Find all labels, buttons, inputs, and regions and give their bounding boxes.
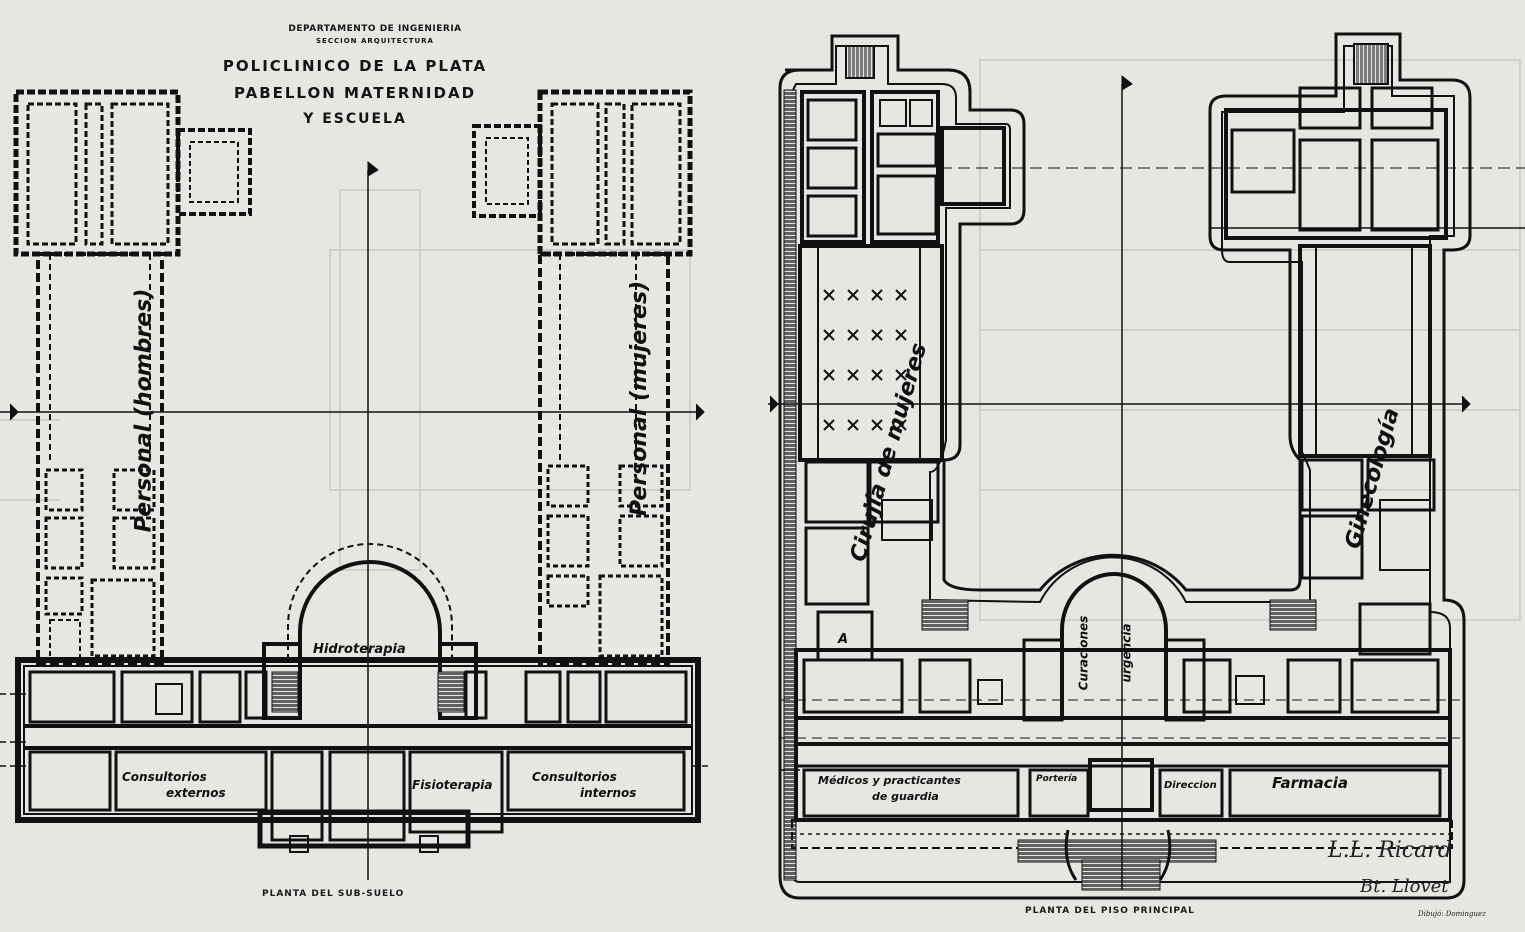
signature-small: Dibujó: Dominguez — [1418, 910, 1486, 918]
left-wing-block — [13, 89, 181, 257]
room-label-personal-hombres: Personal (hombres) — [131, 288, 157, 533]
section-line: SECCION ARQUITECTURA — [316, 37, 434, 45]
room-label-a: A — [838, 632, 849, 647]
title-line-3: Y ESCUELA — [303, 111, 407, 127]
room-label-curaciones-2: urgencia — [1119, 623, 1134, 683]
right-wing-block — [537, 89, 693, 257]
right-wing-corridor — [538, 252, 670, 666]
ward-bed-marks — [823, 289, 907, 431]
right-plan-principal — [768, 32, 1525, 900]
left-wing-corridor — [36, 252, 164, 666]
room-label-porteria: Portería — [1036, 774, 1078, 784]
room-label-direccion: Direccion — [1164, 780, 1217, 791]
signature-2: Bt. Llovet — [1360, 876, 1449, 897]
caption-subsuelo: PLANTA DEL SUB-SUELO — [262, 889, 405, 899]
room-label-fisioterapia: Fisioterapia — [412, 778, 493, 792]
room-label-hidroterapia: Hidroterapia — [313, 642, 406, 657]
department-line: DEPARTAMENTO DE INGENIERIA — [288, 24, 462, 34]
left-plan-subsuelo — [0, 89, 710, 880]
room-label-personal-mujeres: Personal (mujeres) — [627, 280, 653, 517]
right-plan-outline — [778, 32, 1472, 900]
room-label-medicos-2: de guardia — [872, 790, 939, 803]
curaciones-apse — [1060, 572, 1168, 718]
room-label-medicos-1: Médicos y practicantes — [818, 774, 961, 787]
room-label-farmacia: Farmacia — [1272, 774, 1348, 792]
room-label-consultorios-externos-2: externos — [166, 786, 226, 800]
background-bleed — [0, 59, 1521, 621]
room-label-consultorios-internos-1: Consultorios — [532, 770, 617, 784]
left-main-block — [15, 657, 701, 823]
title-line-1: POLICLINICO DE LA PLATA — [222, 57, 488, 75]
signature-1: L.L. Ricard — [1328, 838, 1452, 863]
room-label-consultorios-internos-2: internos — [580, 786, 637, 800]
hidroterapia-apse — [298, 560, 442, 718]
title-line-2: PABELLON MATERNIDAD — [233, 84, 477, 102]
room-label-consultorios-externos-1: Consultorios — [122, 770, 207, 784]
room-label-curaciones-1: Curaciones — [1076, 615, 1091, 691]
caption-piso-principal: PLANTA DEL PISO PRINCIPAL — [1025, 906, 1195, 916]
